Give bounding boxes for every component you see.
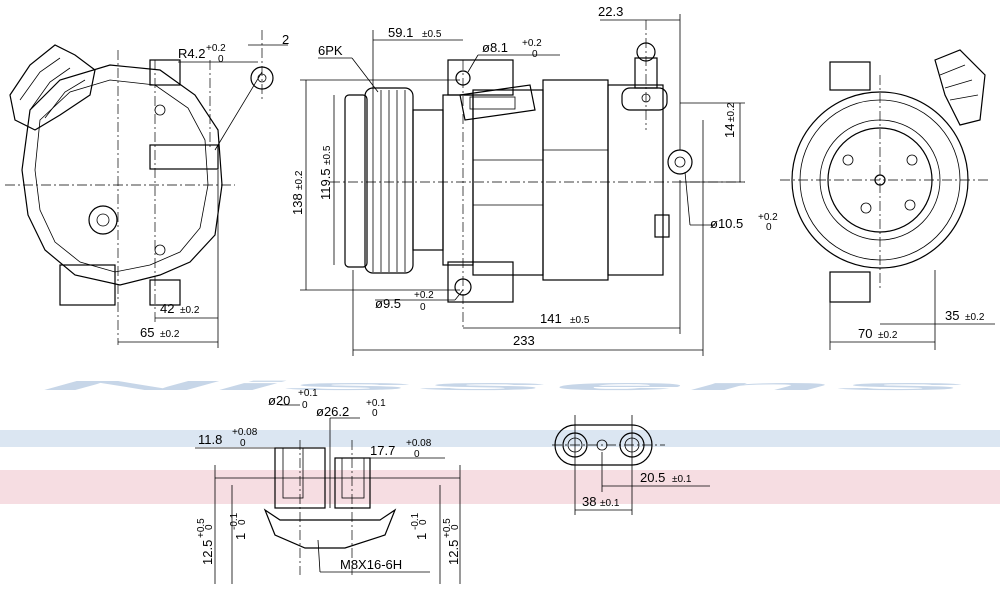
left-view: 42 ±0.2 65 ±0.2 R4.2 +0.2 0 2 <box>5 30 289 348</box>
dim-138: 138 <box>290 193 305 215</box>
dim-20-5: 20.5 <box>640 470 665 485</box>
label-thread: M8X16-6H <box>340 557 402 572</box>
dim-12-5-left-tol-low: 0 <box>204 524 215 530</box>
dim-138-tol: ±0.2 <box>294 170 305 190</box>
dim-d8-1: ø8.1 <box>482 40 508 55</box>
dim-35-tol: ±0.2 <box>965 312 985 323</box>
dim-22-3: 22.3 <box>598 4 623 19</box>
dim-12-5-right-tol-low: 0 <box>450 524 461 530</box>
dim-38: 38 <box>582 494 596 509</box>
dim-119-5-tol: ±0.5 <box>322 145 333 165</box>
port-section-view: ø20 +0.1 0 ø26.2 +0.1 0 11.8 +0.08 0 17.… <box>195 388 461 584</box>
dim-42-tol: ±0.2 <box>180 305 200 316</box>
dim-1-left: 1 <box>233 533 248 540</box>
dim-65-tol: ±0.2 <box>160 329 180 340</box>
dim-14: 14 <box>722 124 737 138</box>
dim-17-7: 17.7 <box>370 443 395 458</box>
dim-12-5-left: 12.5 <box>200 540 215 565</box>
dim-141: 141 <box>540 311 562 326</box>
right-view: 70 ±0.2 35 ±0.2 <box>780 49 995 350</box>
dim-14-tol: ±0.2 <box>726 102 737 122</box>
dim-d20-tol: +0.1 <box>298 388 318 399</box>
dim-11-8: 11.8 <box>198 432 222 447</box>
dim-11-8-tol-low: 0 <box>240 438 246 449</box>
dim-38-tol: ±0.1 <box>600 498 620 509</box>
dim-59-1: 59.1 <box>388 25 413 40</box>
dim-70: 70 <box>858 326 872 341</box>
dim-d10-5: ø10.5 <box>710 216 743 231</box>
dim-1-right: 1 <box>414 533 429 540</box>
blue-stripe <box>0 430 1000 447</box>
dim-d8-1-tol-low: 0 <box>532 49 538 60</box>
dim-tab-2: 2 <box>282 32 289 47</box>
dim-12-5-right-tol: +0.5 <box>442 518 453 538</box>
dim-d8-1-tol: +0.2 <box>522 38 542 49</box>
dim-1-right-tol: -0.1 <box>410 512 421 530</box>
dim-1-right-tol-low: 0 <box>418 519 429 525</box>
dim-d20: ø20 <box>268 393 290 408</box>
dim-1-left-tol: -0.1 <box>229 512 240 530</box>
dim-d10-5-tol: +0.2 <box>758 212 778 223</box>
dim-12-5-right: 12.5 <box>446 540 461 565</box>
dim-d9-5: ø9.5 <box>375 296 401 311</box>
dim-r42-tol: +0.2 <box>206 43 226 54</box>
dim-233: 233 <box>513 333 535 348</box>
dim-1-left-tol-low: 0 <box>237 519 248 525</box>
dim-59-1-tol: ±0.5 <box>422 29 442 40</box>
dim-d9-5-tol-low: 0 <box>420 302 426 313</box>
dim-d10-5-tol-low: 0 <box>766 222 772 233</box>
dim-17-7-tol: +0.08 <box>406 438 432 449</box>
dim-42: 42 <box>160 301 174 316</box>
dim-65: 65 <box>140 325 154 340</box>
dim-70-tol: ±0.2 <box>878 330 898 341</box>
label-6pk: 6PK <box>318 43 343 58</box>
dim-d9-5-tol: +0.2 <box>414 290 434 301</box>
watermark-text: Nissens <box>40 378 970 393</box>
dim-35: 35 <box>945 308 959 323</box>
dim-17-7-tol-low: 0 <box>414 449 420 460</box>
dim-d20-tol-low: 0 <box>302 400 308 411</box>
dim-d26-2-tol: +0.1 <box>366 398 386 409</box>
dim-11-8-tol: +0.08 <box>232 427 258 438</box>
center-view: 59.1 ±0.5 6PK ø8.1 +0.2 0 22.3 14 ±0.2 1… <box>290 4 778 356</box>
flange-view: 20.5 ±0.1 38 ±0.1 <box>552 415 710 515</box>
dim-119-5: 119.5 <box>318 168 333 200</box>
dim-d26-2: ø26.2 <box>316 404 349 419</box>
dim-r42: R4.2 <box>178 46 205 61</box>
dim-d26-2-tol-low: 0 <box>372 408 378 419</box>
pink-stripe <box>0 470 1000 504</box>
dim-141-tol: ±0.5 <box>570 315 590 326</box>
dim-r42-tol-low: 0 <box>218 54 224 65</box>
dim-12-5-left-tol: +0.5 <box>196 518 207 538</box>
dim-20-5-tol: ±0.1 <box>672 474 692 485</box>
